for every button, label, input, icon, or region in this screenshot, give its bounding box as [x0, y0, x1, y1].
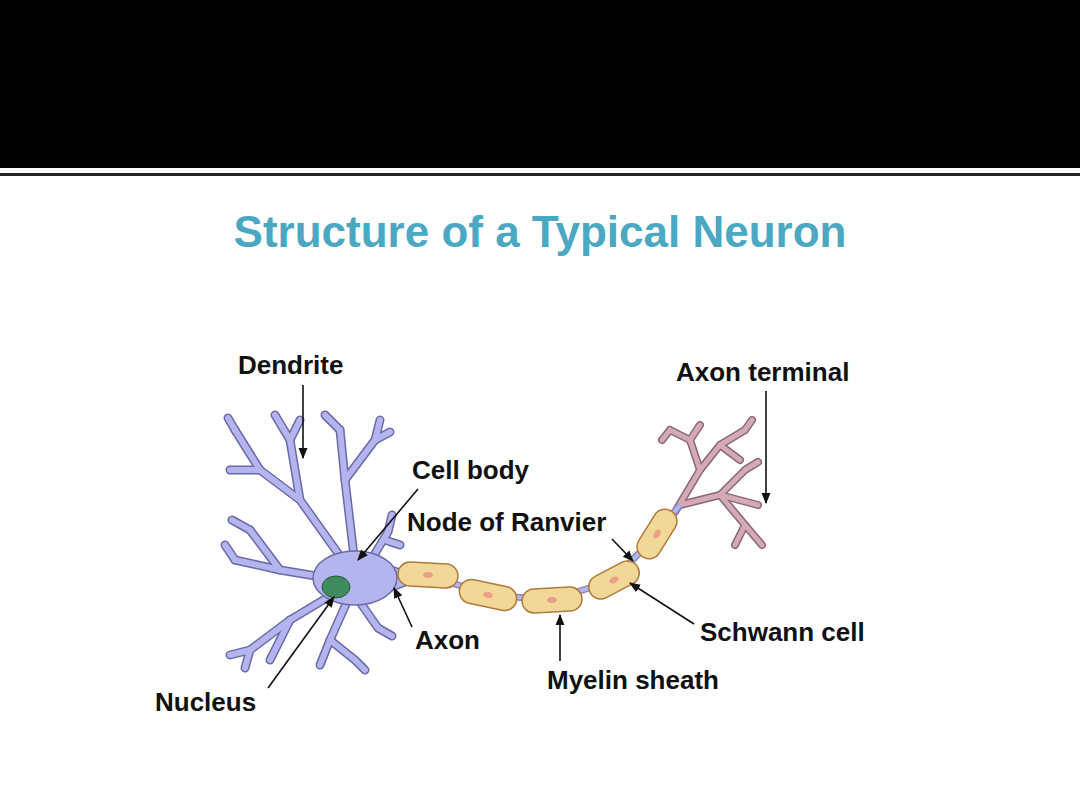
slide-title: Structure of a Typical Neuron — [0, 206, 1080, 258]
part-label: Schwann cell — [700, 617, 865, 647]
part-label: Nucleus — [155, 687, 256, 717]
header-bar — [0, 0, 1080, 168]
axon-terminal-branches — [662, 420, 762, 545]
header-rule — [0, 173, 1080, 176]
part-label: Node of Ranvier — [407, 507, 606, 537]
part-label: Axon — [415, 625, 480, 655]
part-label: Axon terminal — [676, 357, 849, 387]
part-label: Myelin sheath — [547, 665, 719, 695]
part-label: Cell body — [412, 455, 529, 485]
leader-lines — [268, 385, 766, 688]
nucleus — [322, 576, 350, 598]
myelin-sheath — [397, 505, 681, 614]
part-label: Dendrite — [238, 350, 343, 380]
cell-body — [313, 551, 408, 605]
